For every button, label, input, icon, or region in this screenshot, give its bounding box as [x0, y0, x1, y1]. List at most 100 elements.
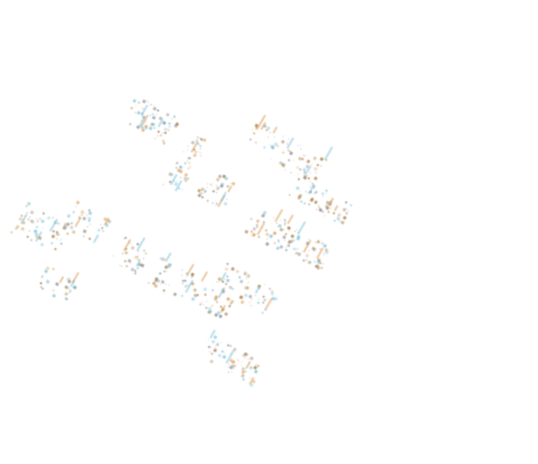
glyph-pixel: [215, 184, 218, 187]
glyph-pixel: [226, 198, 228, 201]
glyph-pixel: [181, 274, 183, 277]
glyph-fragments: [10, 98, 353, 388]
glyph-pixel: [283, 222, 287, 226]
glyph-pixel: [145, 120, 147, 123]
glyph-cluster: [288, 175, 353, 225]
glyph-bar: [333, 204, 339, 212]
glyph-pixel: [309, 198, 314, 203]
glyph-pixel: [175, 166, 178, 170]
glyph-pixel: [286, 143, 288, 145]
glyph-cluster: [10, 201, 74, 251]
glyph-pixel: [197, 193, 202, 198]
glyph-pixel: [224, 176, 229, 181]
glyph-cluster: [269, 135, 334, 187]
glyph-pixel: [241, 361, 243, 363]
glyph-pixel: [128, 122, 132, 126]
glyph-pixel: [96, 228, 101, 233]
glyph-pixel: [69, 225, 74, 230]
glyph-pixel: [226, 185, 230, 188]
glyph-pixel: [277, 223, 282, 229]
glyph-pixel: [319, 157, 324, 162]
glyph-pixel: [228, 365, 233, 370]
glyph-bar: [328, 197, 334, 205]
glyph-pixel: [222, 354, 227, 359]
glyph-pixel: [179, 165, 184, 170]
glyph-pixel: [330, 207, 332, 210]
glyph-pixel: [82, 236, 85, 238]
glyph-bar: [248, 377, 255, 385]
glyph-pixel: [211, 339, 216, 344]
glyph-pixel: [29, 210, 35, 215]
glyph-pixel: [181, 282, 184, 285]
glyph-pixel: [222, 174, 227, 179]
glyph-pixel: [159, 256, 164, 261]
glyph-pixel: [125, 264, 129, 268]
glyph-pixel: [156, 278, 161, 283]
glyph-pixel: [210, 352, 214, 356]
glyph-pixel: [183, 178, 188, 183]
glyph-pixel: [200, 191, 203, 195]
glyph-pixel: [196, 293, 199, 297]
glyph-pixel: [252, 132, 256, 135]
glyph-pixel: [83, 229, 86, 233]
glyph-pixel: [243, 293, 248, 298]
glyph-pixel: [302, 154, 306, 157]
glyph-pixel: [283, 235, 285, 237]
glyph-pixel: [228, 285, 233, 290]
glyph-bar: [274, 209, 284, 223]
glyph-pixel: [295, 229, 298, 231]
glyph-pixel: [320, 266, 324, 270]
glyph-pixel: [254, 141, 258, 144]
glyph-pixel: [209, 183, 212, 185]
glyph-pixel: [286, 226, 292, 231]
glyph-pixel: [134, 111, 136, 114]
glyph-pixel: [88, 211, 93, 216]
glyph-pixel: [217, 280, 220, 283]
glyph-pixel: [164, 132, 166, 134]
glyph-pixel: [202, 303, 205, 306]
glyph-pixel: [229, 182, 232, 185]
glyph-pixel: [301, 157, 305, 161]
glyph-bar: [72, 271, 80, 283]
glyph-pixel: [129, 242, 132, 245]
glyph-bar: [286, 214, 294, 225]
glyph-pixel: [297, 144, 299, 147]
glyph-pixel: [36, 219, 40, 223]
glyph-pixel: [140, 263, 145, 268]
glyph-pixel: [86, 215, 89, 217]
glyph-pixel: [279, 224, 282, 227]
glyph-pixel: [55, 282, 60, 287]
glyph-pixel: [70, 286, 72, 288]
glyph-pixel: [243, 352, 248, 357]
glyph-pixel: [66, 232, 69, 236]
glyph-pixel: [282, 135, 284, 137]
glyph-pixel: [86, 226, 89, 228]
glyph-pixel: [144, 124, 149, 129]
glyph-pixel: [196, 135, 200, 139]
glyph-bar: [164, 252, 172, 263]
glyph-pixel: [190, 140, 195, 145]
glyph-pixel: [30, 238, 33, 242]
glyph-bar: [219, 191, 227, 203]
glyph-pixel: [199, 144, 202, 148]
glyph-pixel: [283, 239, 286, 242]
glyph-pixel: [300, 148, 302, 150]
glyph-pixel: [35, 225, 39, 229]
glyph-bar: [254, 285, 261, 294]
glyph-bar: [316, 247, 324, 259]
glyph-pixel: [175, 180, 177, 182]
glyph-pixel: [247, 273, 250, 276]
glyph-pixel: [211, 184, 213, 186]
glyph-bar: [264, 297, 273, 311]
glyph-pixel: [298, 167, 302, 171]
glyph-pixel: [223, 287, 226, 289]
glyph-pixel: [204, 293, 207, 297]
glyph-pixel: [203, 287, 208, 292]
glyph-pixel: [180, 294, 184, 298]
glyph-pixel: [215, 199, 217, 202]
glyph-pixel: [276, 144, 280, 148]
glyph-pixel: [168, 122, 171, 125]
glyph-pixel: [142, 257, 145, 260]
